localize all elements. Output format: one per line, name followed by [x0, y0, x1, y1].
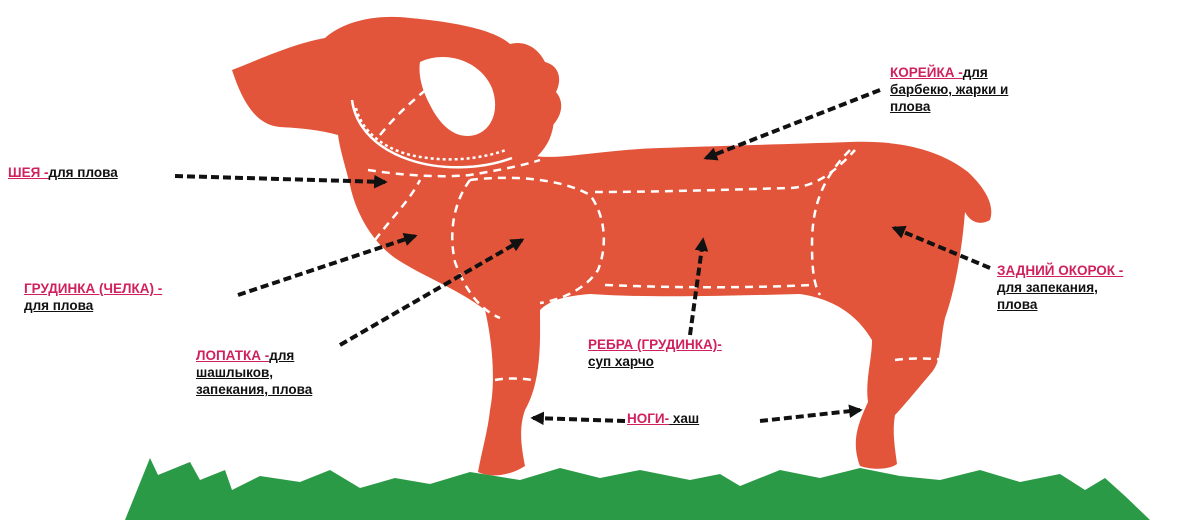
label-koreika-text2: барбекю, жарки и [890, 82, 1008, 97]
label-okorok-title: ЗАДНИЙ ОКОРОК - [997, 263, 1123, 278]
label-grudinka-text2: для плова [24, 298, 93, 313]
label-sheya-text1: для плова [49, 165, 118, 180]
label-koreika-text3: плова [890, 99, 930, 114]
label-okorok: ЗАДНИЙ ОКОРОК - для запекания, плова [997, 262, 1123, 313]
label-rebra-title: РЕБРА (ГРУДИНКА)- [588, 337, 722, 352]
label-grudinka-title: ГРУДИНКА (ЧЕЛКА) - [24, 281, 162, 296]
arrow-grudinka [238, 236, 415, 295]
label-lopatka-text1: для [269, 348, 294, 363]
ram-body [232, 17, 991, 476]
label-lopatka: ЛОПАТКА -для шашлыков, запекания, плова [196, 347, 312, 398]
arrow-nogi-right [760, 410, 860, 421]
label-rebra: РЕБРА (ГРУДИНКА)- суп харчо [588, 336, 722, 370]
label-koreika-title: КОРЕЙКА - [890, 65, 963, 80]
label-sheya: ШЕЯ -для плова [8, 164, 118, 181]
label-sheya-title: ШЕЯ - [8, 165, 49, 180]
arrow-nogi-left [533, 418, 625, 421]
label-koreika: КОРЕЙКА -для барбекю, жарки и плова [890, 64, 1008, 115]
label-nogi-text1: хаш [669, 411, 699, 426]
label-grudinka: ГРУДИНКА (ЧЕЛКА) - для плова [24, 280, 162, 314]
label-lopatka-text2: шашлыков, [196, 365, 273, 380]
label-nogi: НОГИ- хаш [627, 410, 699, 427]
label-lopatka-title: ЛОПАТКА - [196, 348, 269, 363]
label-koreika-text1: для [963, 65, 988, 80]
label-okorok-text2: для запекания, [997, 280, 1098, 295]
label-nogi-title: НОГИ- [627, 411, 669, 426]
label-rebra-text2: суп харчо [588, 354, 654, 369]
grass-icon [125, 458, 1150, 520]
label-lopatka-text3: запекания, плова [196, 382, 312, 397]
label-okorok-text3: плова [997, 297, 1037, 312]
